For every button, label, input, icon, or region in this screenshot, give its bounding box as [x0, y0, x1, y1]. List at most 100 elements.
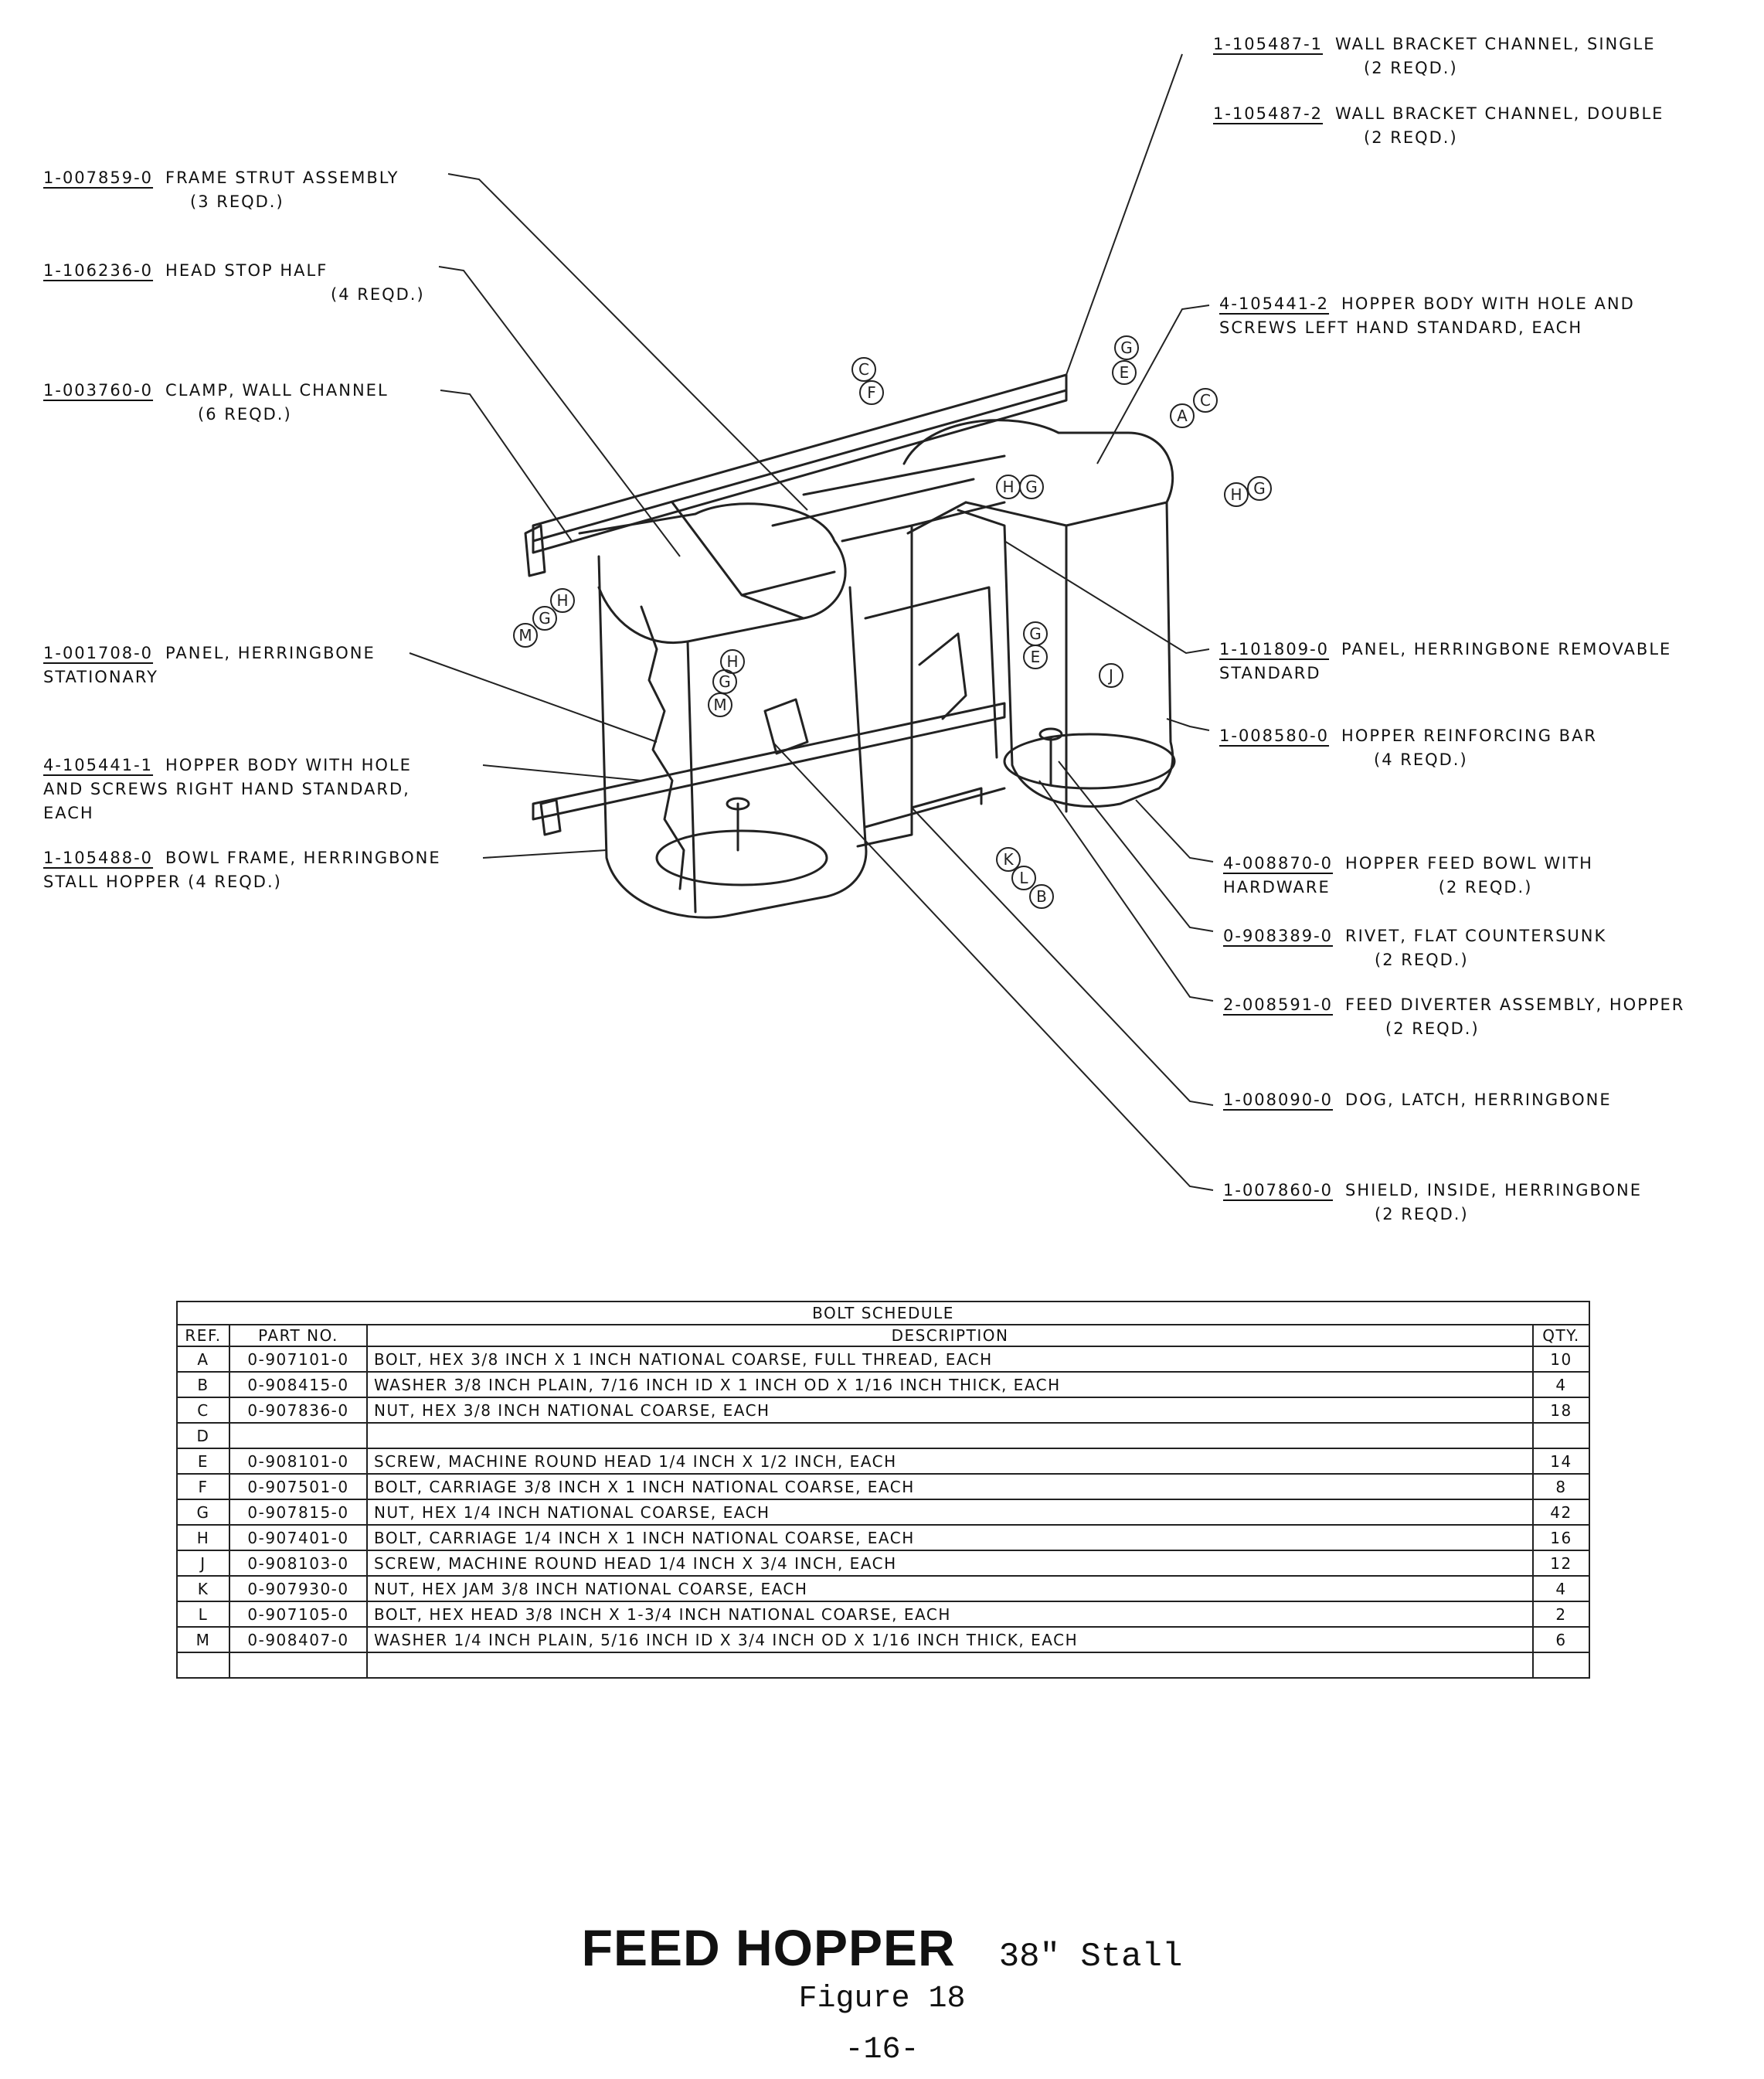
- part-description: PANEL, HERRINGBONE REMOVABLE: [1341, 640, 1672, 658]
- callout-circle-a: [1170, 403, 1195, 428]
- part-number: 4-105441-2: [1219, 294, 1330, 313]
- cell-ref: G: [176, 1499, 230, 1526]
- label-rivet: 0-908389-0 RIVET, FLAT COUNTERSUNK (2 REQ…: [1223, 924, 1606, 972]
- cell-part: 0-908407-0: [229, 1626, 368, 1653]
- cell-part: 0-908101-0: [229, 1448, 368, 1475]
- callout-letter-g: G: [539, 609, 551, 628]
- bolt-schedule-table: BOLT SCHEDULE REF. PART NO. DESCRIPTION …: [176, 1301, 1590, 1679]
- callout-letter-h: H: [726, 652, 738, 671]
- part-description: HOPPER FEED BOWL WITH: [1345, 854, 1593, 873]
- callout-letter-g: G: [719, 672, 731, 691]
- cell-part: 0-907101-0: [229, 1346, 368, 1373]
- part-description-cont: AND SCREWS RIGHT HAND STANDARD,: [43, 780, 410, 798]
- cell-ref: L: [176, 1601, 230, 1628]
- cell-qty: 42: [1532, 1499, 1590, 1526]
- cell-part: 0-907501-0: [229, 1473, 368, 1500]
- callout-circle-h: [550, 588, 575, 613]
- callout-circle-g: [532, 606, 557, 631]
- cell-ref: J: [176, 1550, 230, 1577]
- cell-qty: 18: [1532, 1397, 1590, 1424]
- part-number: 1-007859-0: [43, 168, 154, 187]
- cell-part: 0-908415-0: [229, 1371, 368, 1398]
- cell-ref: E: [176, 1448, 230, 1475]
- part-description-cont2: HARDWARE: [1223, 878, 1331, 897]
- callout-circle-l: [1011, 866, 1036, 890]
- page-number: -16-: [845, 2033, 919, 2067]
- cell-qty: 8: [1532, 1473, 1590, 1500]
- part-description: HOPPER BODY WITH HOLE AND: [1341, 294, 1635, 313]
- cell-desc: BOLT, CARRIAGE 3/8 INCH X 1 INCH NATIONA…: [366, 1473, 1534, 1500]
- callout-circle-e: [1023, 645, 1048, 669]
- callout-circle-c: [851, 357, 876, 382]
- part-description: WALL BRACKET CHANNEL, DOUBLE: [1335, 104, 1664, 123]
- part-description-cont: SCREWS LEFT HAND STANDARD, EACH: [1219, 318, 1583, 337]
- callout-letter-g: G: [1025, 478, 1038, 496]
- wall-bracket-channel: [532, 373, 1068, 543]
- center-panel: [771, 454, 1006, 848]
- cell-ref: [176, 1652, 230, 1679]
- bolt-schedule-title: BOLT SCHEDULE: [176, 1301, 1590, 1325]
- cell-ref: A: [176, 1346, 230, 1373]
- callout-letter-c: C: [1200, 391, 1211, 410]
- leader-lines: [409, 53, 1214, 1191]
- callout-letter-g: G: [1120, 339, 1133, 357]
- callout-circle-c: [1193, 388, 1218, 413]
- part-number: 1-105488-0: [43, 849, 154, 867]
- callout-circle-b: [1029, 884, 1054, 909]
- part-number: 1-003760-0: [43, 381, 154, 400]
- cell-ref: F: [176, 1473, 230, 1500]
- cell-desc: NUT, HEX 3/8 INCH NATIONAL COARSE, EACH: [366, 1397, 1534, 1424]
- callout-letter-h: H: [1002, 478, 1014, 496]
- bolt-schedule-header-row: REF. PART NO. DESCRIPTION QTY.: [176, 1324, 1590, 1347]
- part-number: 0-908389-0: [1223, 927, 1334, 945]
- part-number: 4-105441-1: [43, 756, 154, 774]
- part-description: RIVET, FLAT COUNTERSUNK: [1345, 927, 1607, 945]
- cell-ref: B: [176, 1371, 230, 1398]
- right-hopper-body: [902, 419, 1176, 813]
- cell-part: 0-907105-0: [229, 1601, 368, 1628]
- cell-qty: 4: [1532, 1575, 1590, 1602]
- required-qty: (2 REQD.): [1364, 128, 1458, 147]
- cell-part: 0-907930-0: [229, 1575, 368, 1602]
- required-qty: (2 REQD.): [1438, 878, 1533, 897]
- right-feed-bowl: [1003, 733, 1176, 790]
- callout-letter-e: E: [1031, 648, 1041, 666]
- part-number: 1-105487-1: [1213, 35, 1324, 53]
- clamp-lower-left: [539, 798, 562, 836]
- required-qty: (2 REQD.): [1375, 951, 1469, 969]
- part-description-cont: STALL HOPPER (4 REQD.): [43, 873, 282, 891]
- required-qty: (4 REQD.): [331, 285, 425, 304]
- required-qty: (6 REQD.): [198, 405, 292, 424]
- callout-letter-g: G: [1029, 624, 1042, 643]
- part-description: FRAME STRUT ASSEMBLY: [165, 168, 399, 187]
- part-description: PANEL, HERRINGBONE: [165, 644, 376, 662]
- header-qty: QTY.: [1532, 1324, 1590, 1347]
- part-number: 1-106236-0: [43, 261, 154, 280]
- required-qty: (2 REQD.): [1385, 1019, 1480, 1038]
- table-row: D: [176, 1422, 1590, 1449]
- callout-letter-k: K: [1003, 850, 1014, 869]
- callout-letter-h: H: [556, 591, 568, 610]
- cell-qty: 14: [1532, 1448, 1590, 1475]
- callout-letter-g: G: [1253, 479, 1266, 498]
